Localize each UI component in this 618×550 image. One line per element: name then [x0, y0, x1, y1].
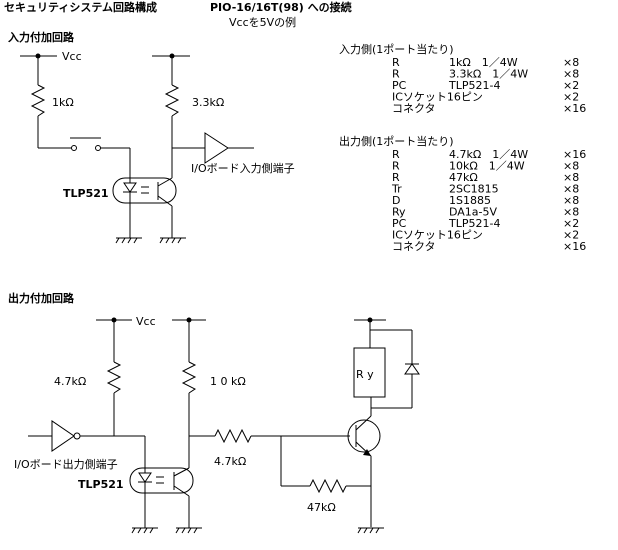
parts-qty: ×2	[563, 91, 579, 104]
output-relay-label: R y	[356, 368, 374, 381]
parts-ref: R	[392, 171, 400, 184]
output-relay-vcc	[354, 317, 413, 364]
parts-qty: ×8	[563, 206, 579, 219]
output-pc-label: TLP521	[78, 478, 124, 491]
parts-qty: ×2	[563, 217, 579, 230]
input-vcc-rail-right	[152, 53, 190, 85]
output-r-right-label: 1 0 kΩ	[210, 375, 246, 388]
parts-qty: ×8	[563, 160, 579, 173]
output-resistor-10k	[181, 361, 197, 468]
parts-value: 3.3kΩ 1／4W	[449, 68, 528, 81]
parts-value: ICソケット16ピン	[392, 229, 483, 242]
parts-qty: ×8	[563, 68, 579, 81]
parts-value: DA1a-5V	[449, 206, 498, 219]
parts-ref: R	[392, 56, 400, 69]
output-circuit-heading: 出力付加回路	[8, 291, 75, 305]
parts-qty: ×16	[563, 102, 586, 115]
output-flyback-diode	[371, 363, 420, 409]
parts-qty: ×8	[563, 183, 579, 196]
parts-ref: R	[392, 68, 400, 81]
parts-value: ICソケット16ピン	[392, 91, 483, 104]
output-base-resistor	[189, 428, 350, 444]
output-ground-right	[357, 527, 384, 534]
input-photocoupler	[112, 177, 177, 238]
input-ground-left	[115, 237, 142, 244]
parts-value: 4.7kΩ 1／4W	[449, 148, 528, 161]
parts-qty: ×16	[563, 148, 586, 161]
parts-input-heading: 入力側(1ポート当たり)	[339, 42, 454, 56]
parts-value: 2SC1815	[449, 183, 499, 196]
output-ground-left	[131, 527, 158, 534]
input-buffer-gate	[172, 132, 254, 164]
parts-qty: ×8	[563, 171, 579, 184]
parts-ref: Ry	[392, 206, 406, 219]
parts-qty: ×2	[563, 79, 579, 92]
parts-qty: ×8	[563, 194, 579, 207]
parts-value: 10kΩ 1／4W	[449, 160, 525, 173]
parts-value: 1kΩ 1／4W	[449, 56, 518, 69]
input-circuit-heading: 入力付加回路	[8, 30, 75, 44]
input-pc-label: TLP521	[63, 187, 109, 200]
output-photocoupler	[129, 467, 194, 528]
parts-value: 47kΩ	[449, 171, 478, 184]
output-relay-coil	[353, 347, 386, 398]
output-vcc-rail	[96, 317, 206, 362]
parts-value: 1S1885	[449, 194, 491, 207]
output-ground-mid	[175, 527, 202, 534]
parts-value: TLP521-4	[448, 79, 500, 92]
output-vcc-label: Vcc	[136, 315, 156, 328]
parts-ref: Tr	[391, 183, 402, 196]
output-terminal-label: I/Oボード出力側端子	[14, 457, 118, 471]
input-r2-label: 3.3kΩ	[192, 96, 224, 109]
output-r-base-label: 4.7kΩ	[214, 455, 246, 468]
input-ground-right	[159, 237, 186, 244]
output-transistor	[347, 397, 381, 527]
input-resistor-1k	[30, 84, 72, 149]
output-inverter-gate	[28, 420, 146, 468]
output-r-be-label: 47kΩ	[307, 501, 336, 514]
vcc-note: Vccを5Vの例	[229, 15, 296, 29]
input-resistor-3k3	[164, 84, 180, 178]
parts-qty: ×2	[563, 229, 579, 242]
output-be-resistor	[280, 436, 371, 494]
parts-value: コネクタ	[392, 102, 436, 115]
input-vcc-label: Vcc	[62, 50, 82, 63]
input-switch	[70, 137, 131, 178]
input-r1-label: 1kΩ	[52, 96, 74, 109]
output-resistor-4k7-left	[106, 361, 122, 436]
output-r-left-label: 4.7kΩ	[54, 375, 86, 388]
parts-value: TLP521-4	[448, 217, 500, 230]
parts-value: コネクタ	[392, 240, 436, 253]
interface-title: PIO-16/16T(98) への接続	[210, 0, 352, 14]
parts-output-heading: 出力側(1ポート当たり)	[339, 134, 454, 148]
parts-qty: ×16	[563, 240, 586, 253]
parts-ref: D	[392, 194, 400, 207]
parts-ref: PC	[392, 217, 407, 230]
input-vcc-rail	[20, 53, 57, 85]
input-terminal-label: I/Oボード入力側端子	[191, 162, 295, 175]
parts-ref: PC	[392, 79, 407, 92]
diagram-title: セキュリティシステム回路構成	[4, 0, 157, 14]
parts-ref: R	[392, 160, 400, 173]
parts-ref: R	[392, 148, 400, 161]
parts-qty: ×8	[563, 56, 579, 69]
